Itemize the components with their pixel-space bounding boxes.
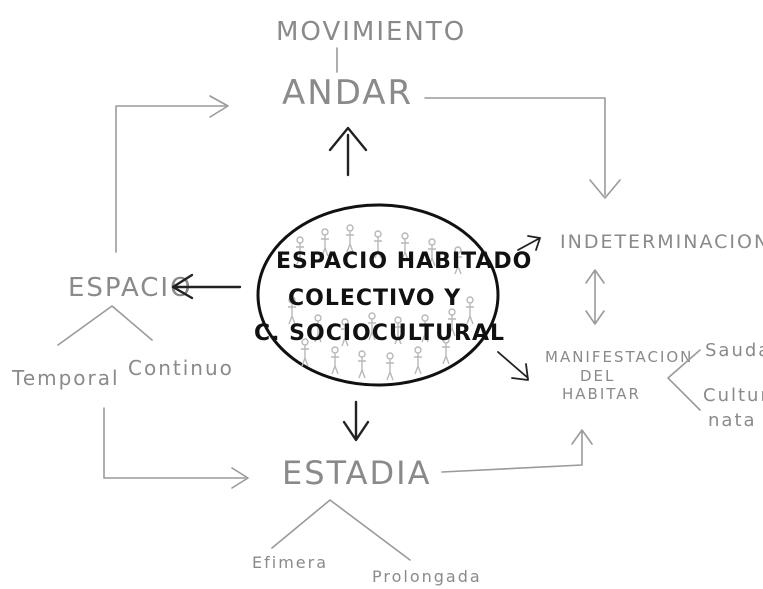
estadia-branches: [271, 499, 411, 561]
manifestacion-line1: MANIFESTACION: [545, 348, 693, 366]
crowd-figure: [368, 312, 376, 341]
center-to-manifestacion-arrow: [497, 351, 529, 381]
left-node: ESPACIO Temporal Continuo: [11, 95, 249, 489]
crowd-figure: [301, 338, 309, 367]
crowd-figure: [466, 296, 474, 325]
center-circle: [256, 203, 500, 387]
indeterminacion-label: INDETERMINACION: [560, 231, 763, 253]
bottom-node: ESTADIA Efimera Prolongada: [252, 400, 482, 586]
nata-label: nata: [708, 410, 757, 431]
saudade-label: Saudad: [705, 340, 763, 361]
prolongada-label: Prolongada: [372, 567, 482, 586]
bidirectional-arrow: [585, 269, 605, 325]
espacio-to-andar-arrow: [115, 95, 229, 253]
crowd-figure: [296, 236, 304, 265]
crowd-figure: [341, 318, 349, 347]
crowd-figure: [421, 314, 429, 343]
crowd-figure: [442, 336, 450, 365]
right-node: INDETERMINACION MANIFESTACION DEL HABITA…: [424, 97, 763, 473]
cultura-label: Cultura: [703, 385, 763, 406]
crowd-figure: [454, 246, 462, 275]
center-label-line2: COLECTIVO Y: [288, 286, 461, 311]
continuo-to-estadia-arrow: [103, 407, 249, 489]
manifestacion-branches: [667, 349, 701, 411]
top-node: MOVIMIENTO ANDAR: [276, 17, 466, 177]
crowd-figure: [288, 296, 296, 325]
andar-label: ANDAR: [282, 73, 413, 113]
estadia-label: ESTADIA: [282, 454, 431, 492]
crowd-figure: [428, 238, 436, 267]
espacio-label: ESPACIO: [68, 273, 193, 303]
espacio-branches: [57, 305, 153, 346]
crowd-figure: [358, 350, 366, 379]
crowd-figure: [414, 346, 422, 375]
crowd-figure: [346, 224, 354, 253]
center-node: ESPACIO HABITADO COLECTIVO Y C. SOCIOCUL…: [254, 203, 532, 387]
movimiento-label: MOVIMIENTO: [276, 17, 466, 47]
crowd-figure: [448, 308, 456, 337]
crowd-figure: [331, 346, 339, 375]
andar-to-indeterminacion-arrow: [424, 97, 621, 199]
estadia-to-manifestacion-arrow: [441, 429, 593, 473]
crowd-figure: [374, 230, 382, 259]
up-arrow: [328, 126, 368, 177]
continuo-label: Continuo: [128, 356, 234, 380]
crowd-figure: [314, 314, 322, 343]
crowd-figure: [386, 352, 394, 381]
efimera-label: Efimera: [252, 553, 328, 572]
left-arrow: [171, 273, 242, 300]
center-label-line1: ESPACIO HABITADO: [276, 249, 532, 274]
center-to-indeterminacion-arrow: [517, 235, 541, 251]
down-arrow: [342, 400, 370, 442]
crowd-figure: [401, 232, 409, 261]
temporal-label: Temporal: [11, 366, 120, 390]
manifestacion-line3: HABITAR: [562, 385, 641, 403]
manifestacion-line2: DEL: [580, 367, 615, 385]
crowd-illustration: [288, 224, 474, 381]
crowd-figure: [321, 228, 329, 257]
center-label-line3: C. SOCIOCULTURAL: [254, 321, 505, 346]
crowd-figure: [394, 316, 402, 345]
